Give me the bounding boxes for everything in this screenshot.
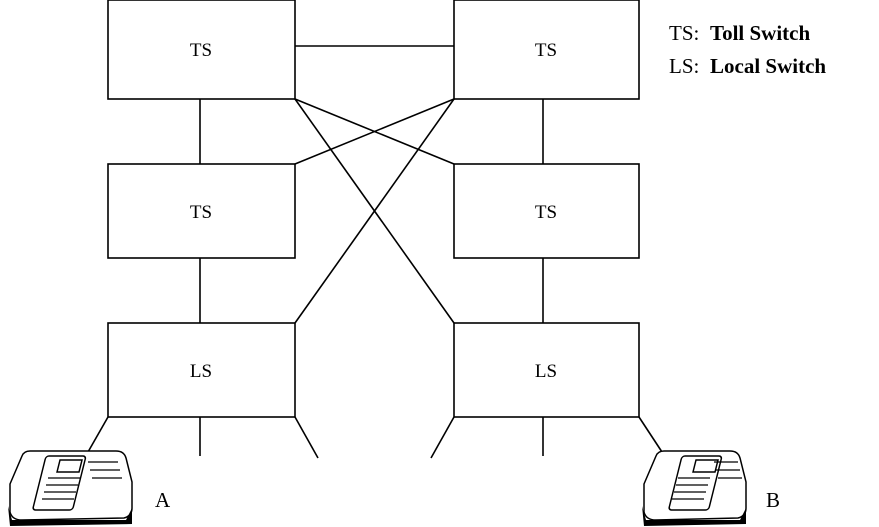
node-label: TS [535,40,557,61]
link-ts-top-right-to-ls-left [294,98,455,324]
link-ls-right-to-phone-b [638,416,663,453]
telephone-b-icon [642,450,747,526]
node-label: LS [190,361,212,382]
node-label: TS [535,202,557,223]
legend: TS: Toll Switch LS: Local Switch [669,21,826,78]
node-label: LS [535,361,557,382]
legend-ts-abbrev: TS: [669,21,699,45]
link-ls-left-to-phone-a [87,416,109,453]
node-ts-mid-left: TS [107,163,296,259]
node-ts-mid-right: TS [453,163,640,259]
link-ts-top-right-to-ts-mid-left [294,98,455,165]
node-ts-top-right: TS [453,0,640,100]
legend-ls-abbrev: LS: [669,54,699,78]
node-ls-left: LS [107,322,296,418]
ls-right-stub-left [430,416,455,459]
network-links [87,45,663,459]
node-ts-top-left: TS [107,0,296,100]
phone-a-label: A [155,488,171,512]
phone-b-label: B [766,488,780,512]
legend-ls-full: Local Switch [710,54,826,78]
legend-ts-full: Toll Switch [710,21,810,45]
node-ls-right: LS [453,322,640,418]
node-label: TS [190,202,212,223]
ls-left-stub-right [294,416,319,459]
telephone-a-icon [8,450,133,526]
node-label: TS [190,40,212,61]
